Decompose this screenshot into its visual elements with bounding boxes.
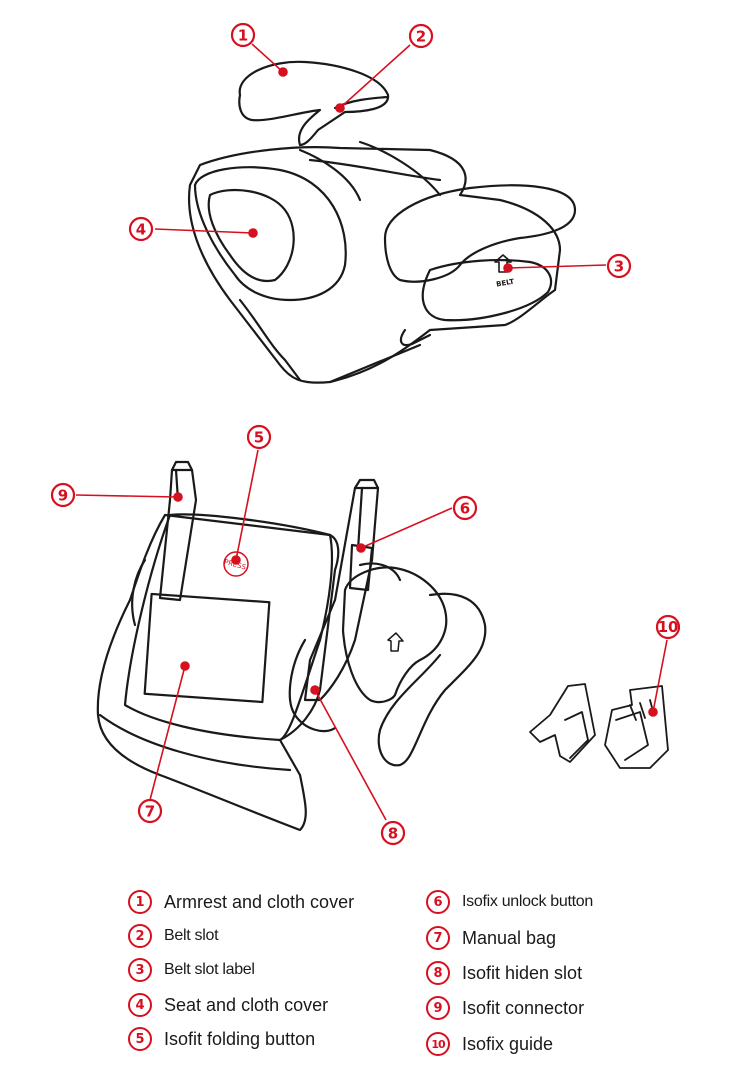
callout-8: 8 — [380, 820, 406, 846]
belt-icon-label: BELT — [496, 278, 516, 289]
belt-guide-curve — [399, 328, 432, 347]
seat-seam-2 — [358, 140, 442, 197]
legend-item-3: 3 Belt slot label — [128, 956, 255, 984]
seat-body-outline — [188, 146, 562, 384]
armrest-arrow-icon — [387, 632, 404, 652]
legend-label: Belt slot label — [164, 961, 255, 978]
legend-label: Isofit hiden slot — [462, 962, 583, 983]
seat-back-panel — [123, 513, 334, 742]
legend-item-7: 7 Manual bag — [426, 924, 556, 952]
seat-cushion-panel — [207, 188, 295, 283]
legend-label: Isofix unlock button — [462, 893, 593, 910]
callout-number: 2 — [416, 28, 426, 46]
isofix-guide-right — [604, 685, 669, 769]
isofix-guide-left — [529, 683, 596, 763]
leader-9 — [75, 494, 179, 498]
legend-label: Manual bag — [462, 927, 557, 948]
legend-label: Seat and cloth cover — [164, 994, 329, 1015]
seat-front-cushion — [193, 166, 347, 302]
callout-2: 2 — [408, 23, 434, 49]
legend-badge: 1 — [128, 890, 152, 914]
legend-badge: 9 — [426, 996, 450, 1020]
callout-6: 6 — [452, 495, 478, 521]
callout-7: 7 — [137, 798, 163, 824]
callout-markers: 1 2 3 4 5 6 7 8 — [50, 22, 681, 846]
callout-number: 6 — [460, 500, 470, 518]
rear-armrest — [341, 566, 448, 704]
leader-6 — [360, 507, 453, 549]
seat-skirt — [238, 298, 422, 384]
rear-armrest-side — [358, 562, 402, 582]
legend-item-8: 8 Isofit hiden slot — [426, 959, 582, 987]
callout-number: 4 — [136, 221, 146, 239]
callout-number: 1 — [238, 27, 248, 45]
callout-number: 5 — [254, 429, 264, 447]
legend-label: Isofix guide — [462, 1033, 554, 1054]
legend-label: Armrest and cloth cover — [164, 891, 355, 912]
callout-number: 10 — [658, 618, 679, 636]
legend-item-6: 6 Isofix unlock button — [426, 888, 593, 916]
isofix-guides — [529, 683, 669, 769]
callout-5: 5 — [246, 424, 272, 450]
callout-number: 3 — [614, 258, 624, 276]
legend-item-1: 1 Armrest and cloth cover — [128, 888, 354, 916]
callout-3: 3 — [606, 253, 632, 279]
right-connector-tip — [353, 478, 380, 552]
legend-badge: 2 — [128, 924, 152, 948]
legend-item-10: 10 Isofix guide — [426, 1030, 553, 1058]
legend-item-9: 9 Isofit connector — [426, 994, 584, 1022]
legend-badge: 5 — [128, 1027, 152, 1051]
leader-4 — [154, 228, 254, 234]
callout-9: 9 — [50, 482, 76, 508]
right-isofix-connector — [303, 486, 380, 702]
legend-label: Belt slot — [164, 927, 219, 944]
booster-seat-front-view — [188, 60, 577, 384]
folding-button-outline — [223, 551, 249, 577]
legend-badge: 8 — [426, 961, 450, 985]
leader-3 — [507, 264, 607, 269]
legend-badge: 6 — [426, 890, 450, 914]
seat-base-line — [98, 713, 292, 772]
seat-left-wing — [131, 558, 147, 627]
left-armrest — [238, 60, 390, 147]
isofit-hidden-slot-loop — [288, 638, 337, 733]
legend-badge: 10 — [426, 1032, 450, 1056]
booster-seat-rear-view — [96, 460, 487, 832]
legend-item-4: 4 Seat and cloth cover — [128, 991, 328, 1019]
callout-1: 1 — [230, 22, 256, 48]
legend-label: Isofit connector — [462, 997, 585, 1018]
legend-badge: 3 — [128, 958, 152, 982]
callout-leaders — [75, 43, 668, 821]
callout-10: 10 — [655, 614, 681, 640]
legend-badge: 7 — [426, 926, 450, 950]
seat-base-body — [96, 513, 340, 832]
leader-5 — [235, 449, 259, 561]
rear-armrest-loop — [377, 592, 487, 767]
belt-guide-housing — [421, 259, 553, 322]
right-armrest — [383, 184, 577, 283]
callout-number: 9 — [58, 487, 68, 505]
seat-seam-3 — [308, 158, 442, 182]
leader-8 — [314, 689, 387, 821]
callout-4: 4 — [128, 216, 154, 242]
leader-10 — [652, 639, 668, 713]
legend-label: Isofit folding button — [164, 1028, 316, 1049]
callout-number: 8 — [388, 825, 398, 843]
legend-item-2: 2 Belt slot — [128, 922, 219, 950]
legend-item-5: 5 Isofit folding button — [128, 1025, 315, 1053]
leader-7 — [149, 665, 186, 801]
seat-seam-1 — [298, 148, 362, 202]
product-illustration: BELT PRESS 1 2 3 — [50, 22, 681, 846]
leader-1 — [251, 43, 284, 73]
parts-legend: 1 Armrest and cloth cover 2 Belt slot 3 … — [128, 888, 648, 1068]
legend-badge: 4 — [128, 993, 152, 1017]
leader-2 — [339, 44, 411, 109]
callout-number: 7 — [145, 803, 155, 821]
manual-bag-pocket — [143, 592, 271, 704]
